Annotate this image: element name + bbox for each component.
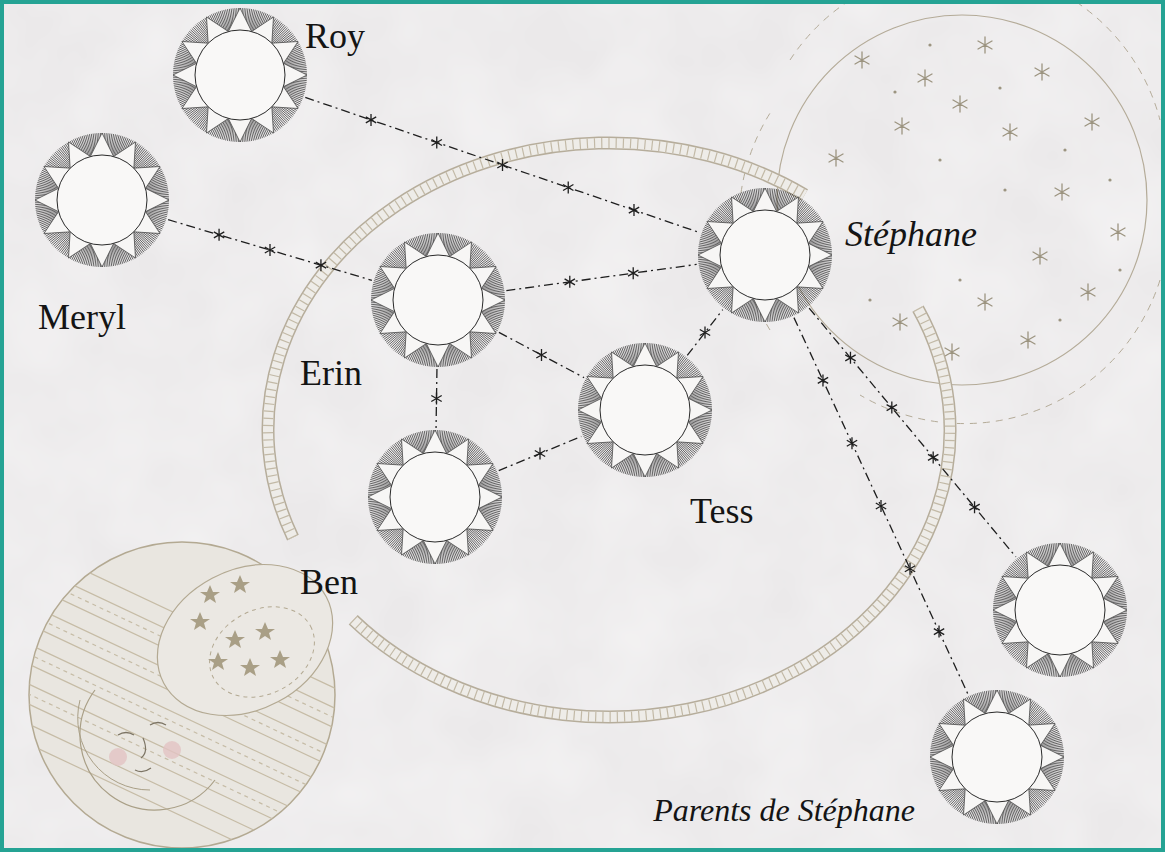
link-asterisk bbox=[432, 136, 442, 148]
link-asterisk bbox=[563, 182, 573, 194]
link-asterisk bbox=[497, 159, 507, 171]
relation-line bbox=[809, 308, 1016, 557]
link-asterisk bbox=[700, 327, 710, 339]
sky-stars bbox=[829, 37, 1125, 360]
sun-symbol bbox=[170, 5, 310, 145]
person-name: Stéphane bbox=[845, 215, 977, 255]
link-asterisk bbox=[316, 259, 326, 271]
relation-stroke bbox=[305, 97, 699, 232]
link-asterisk bbox=[366, 114, 376, 126]
sun-symbol bbox=[695, 185, 835, 325]
person-sun: Tess bbox=[575, 340, 715, 480]
moon-illustration bbox=[20, 535, 360, 852]
link-asterisk bbox=[629, 204, 639, 216]
link-asterisk bbox=[876, 500, 886, 512]
person-sun: Parents de Stéphane bbox=[927, 687, 1067, 827]
relation-line bbox=[687, 310, 723, 356]
relation-stroke bbox=[506, 264, 696, 290]
link-asterisk bbox=[818, 374, 828, 386]
relation-line bbox=[499, 436, 582, 470]
link-asterisk bbox=[265, 244, 275, 256]
relation-line bbox=[506, 264, 696, 290]
sun-symbol bbox=[368, 230, 508, 370]
relation-line bbox=[431, 369, 441, 428]
sun-symbol bbox=[927, 687, 1067, 827]
relation-line bbox=[794, 318, 968, 695]
person-name: Roy bbox=[305, 17, 365, 57]
link-asterisk bbox=[565, 276, 575, 288]
relation-stroke bbox=[168, 220, 372, 281]
relation-line bbox=[168, 220, 372, 281]
sky-dots bbox=[868, 43, 1121, 321]
link-asterisk bbox=[536, 349, 546, 361]
sun-symbol bbox=[365, 427, 505, 567]
person-sun: Meryl bbox=[32, 130, 172, 270]
relation-stroke bbox=[794, 318, 968, 695]
person-name: Tess bbox=[690, 492, 753, 532]
link-asterisk bbox=[431, 393, 441, 405]
link-asterisk bbox=[905, 563, 915, 575]
relation-stroke bbox=[809, 308, 1016, 557]
link-asterisk bbox=[934, 626, 944, 638]
person-sun: Roy bbox=[170, 5, 310, 145]
person-sun: Erin bbox=[368, 230, 508, 370]
relation-line bbox=[499, 332, 584, 377]
sun-symbol bbox=[575, 340, 715, 480]
person-sun bbox=[990, 540, 1130, 680]
sun-symbol bbox=[32, 130, 172, 270]
link-asterisk bbox=[535, 448, 545, 460]
link-asterisk bbox=[845, 352, 855, 364]
relation-line bbox=[305, 97, 699, 232]
link-asterisk bbox=[969, 501, 979, 513]
relation-stroke bbox=[499, 436, 582, 470]
person-name: Erin bbox=[300, 354, 362, 394]
link-asterisk bbox=[628, 267, 638, 279]
person-sun: Stéphane bbox=[695, 185, 835, 325]
person-name: Meryl bbox=[38, 298, 126, 338]
link-asterisk bbox=[847, 437, 857, 449]
link-asterisk bbox=[214, 229, 224, 241]
link-asterisk bbox=[928, 451, 938, 463]
person-sun: Ben bbox=[365, 427, 505, 567]
person-name: Ben bbox=[300, 563, 358, 603]
relation-stroke bbox=[687, 310, 723, 356]
person-name: Parents de Stéphane bbox=[653, 793, 915, 828]
link-asterisk bbox=[887, 402, 897, 414]
relation-stroke bbox=[499, 332, 584, 377]
sun-symbol bbox=[990, 540, 1130, 680]
